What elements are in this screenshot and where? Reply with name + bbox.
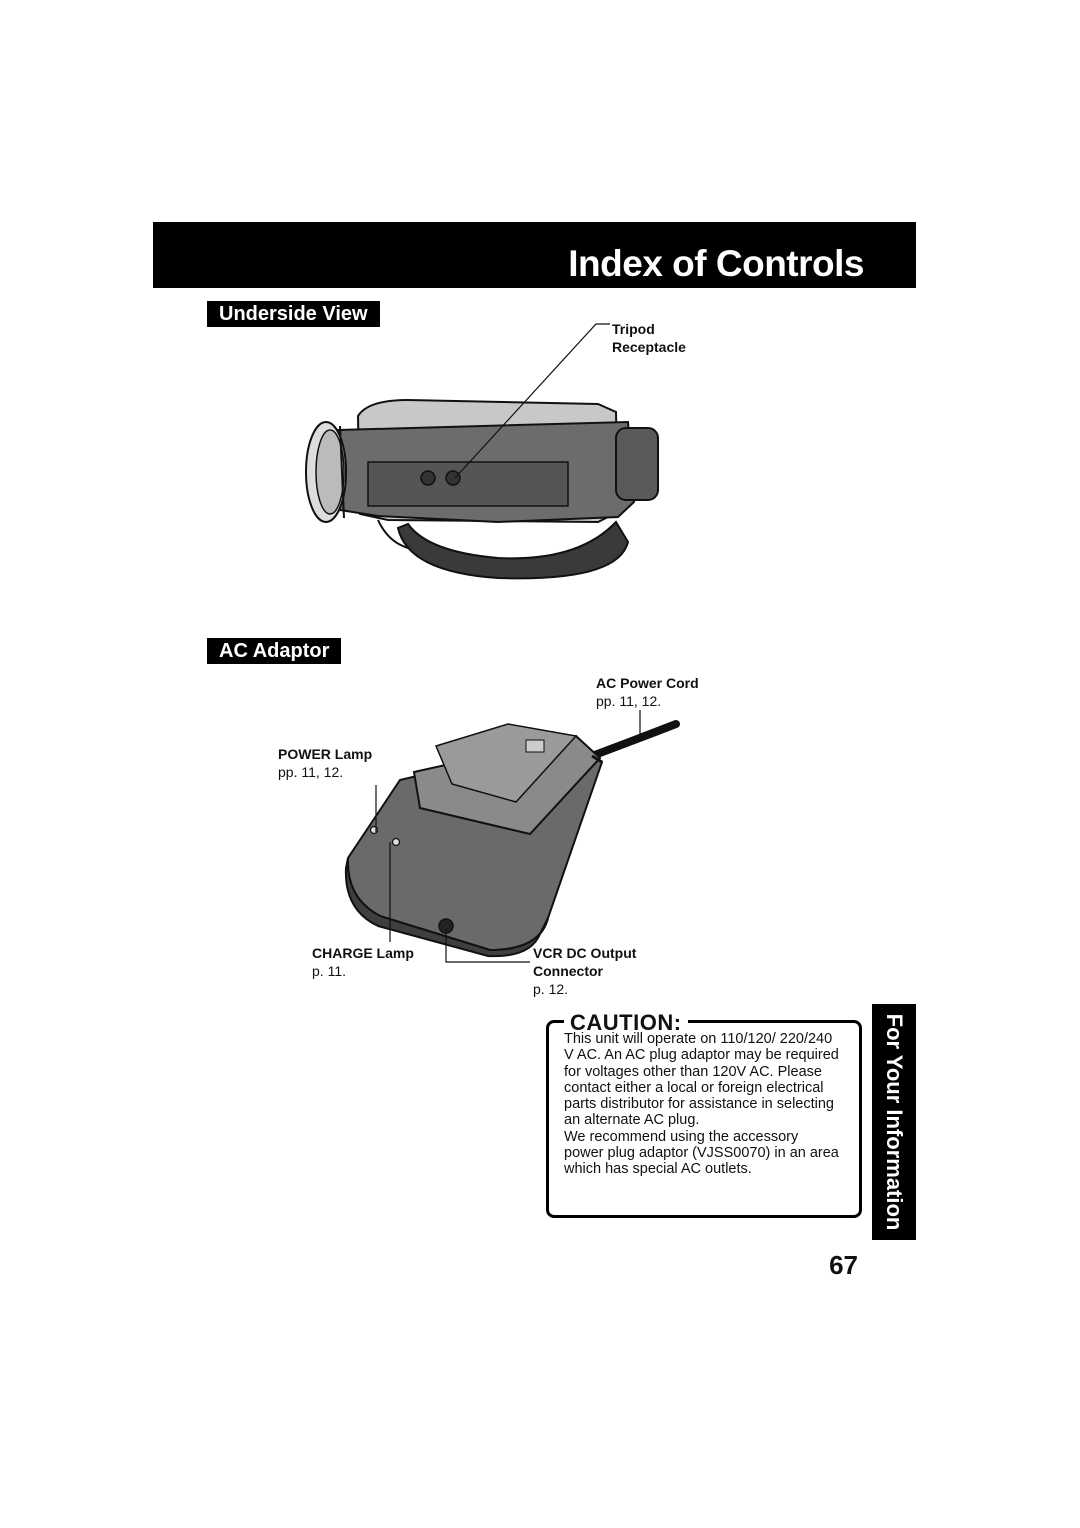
- callout-ac-power-cord: AC Power Cord pp. 11, 12.: [596, 674, 699, 710]
- callout-power-lamp-name: POWER Lamp: [278, 746, 373, 762]
- caution-paragraph-2: We recommend using the accessory power p…: [564, 1128, 839, 1178]
- camcorder-underside-illustration: [305, 398, 659, 580]
- callout-vcr-dc-pages: p. 12.: [533, 981, 569, 997]
- callout-tripod-receptacle: Tripod Receptacle: [612, 320, 686, 356]
- page-title: Index of Controls: [568, 243, 864, 284]
- callout-vcr-dc-line2: Connector: [533, 963, 603, 979]
- header-bar: Index of Controls: [153, 222, 916, 288]
- caution-box: [546, 1020, 862, 1218]
- callout-vcr-dc-output-connector: VCR DC Output Connector p. 12.: [533, 944, 636, 998]
- callout-vcr-dc-line1: VCR DC Output: [533, 945, 637, 961]
- callout-tripod-line2: Receptacle: [612, 339, 686, 355]
- caution-text: This unit will operate on 110/120/ 220/2…: [564, 1031, 840, 1178]
- ac-adaptor-illustration: [344, 720, 680, 958]
- callout-power-lamp-pages: pp. 11, 12.: [278, 764, 344, 780]
- page-number: 67: [829, 1250, 858, 1280]
- callout-tripod-line1: Tripod: [612, 321, 655, 337]
- side-tab: For Your Information: [872, 1004, 916, 1240]
- section-label-underside-view: Underside View: [207, 301, 380, 327]
- callout-power-lamp: POWER Lamp pp. 11, 12.: [278, 745, 372, 781]
- side-tab-label: For Your Information: [882, 1013, 907, 1231]
- caution-title: CAUTION:: [564, 1010, 688, 1036]
- callout-ac-power-cord-name: AC Power Cord: [596, 675, 699, 691]
- callout-charge-lamp: CHARGE Lamp p. 11.: [312, 944, 414, 980]
- caution-paragraph-1: This unit will operate on 110/120/ 220/2…: [564, 1031, 839, 1129]
- callout-charge-lamp-pages: p. 11.: [312, 963, 346, 979]
- section-label-ac-adaptor: AC Adaptor: [207, 638, 342, 664]
- callout-charge-lamp-name: CHARGE Lamp: [312, 945, 414, 961]
- callout-ac-power-cord-pages: pp. 11, 12.: [596, 693, 662, 709]
